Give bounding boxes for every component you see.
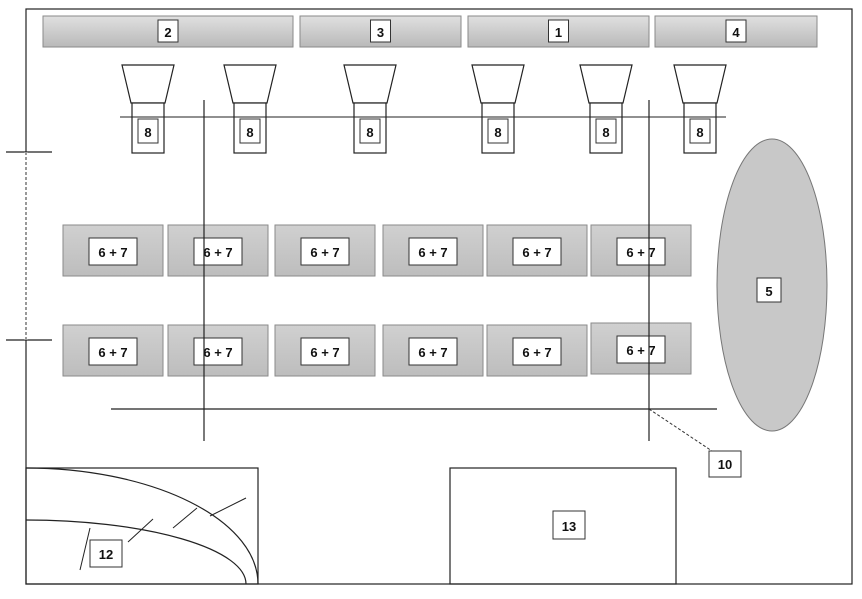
table-label: 6 + 7	[310, 245, 339, 260]
lamp-shade	[223, 64, 277, 104]
top-bar-label-box	[157, 19, 179, 43]
top-bars: 2 3 1 4	[42, 15, 818, 48]
table: 6 + 7	[382, 324, 484, 377]
table-label: 6 + 7	[310, 345, 339, 360]
lamp-shade	[343, 64, 397, 104]
table: 6 + 7	[590, 224, 692, 277]
lamp: 8	[673, 64, 727, 154]
table-label-box	[512, 237, 562, 266]
table-label: 6 + 7	[522, 245, 551, 260]
box-label: 13	[562, 519, 576, 534]
table-label-box	[300, 337, 350, 366]
table-label-box	[300, 237, 350, 266]
table-rect	[167, 324, 269, 377]
curve-label-box	[89, 539, 123, 568]
table-label-box	[408, 237, 458, 266]
lamp: 8	[471, 64, 525, 154]
lamp-label: 8	[696, 125, 703, 140]
lamps: 8 8 8 8 8 8	[121, 64, 727, 154]
table: 6 + 7	[486, 324, 588, 377]
marker-label-box	[708, 450, 742, 478]
table-label: 6 + 7	[98, 245, 127, 260]
table-label-box	[616, 335, 666, 364]
table-label: 6 + 7	[418, 245, 447, 260]
lamp-label: 8	[144, 125, 151, 140]
table-label: 6 + 7	[98, 345, 127, 360]
lamp-label-box	[595, 118, 617, 144]
oval-label-box	[756, 277, 782, 303]
table-label-box	[88, 337, 138, 366]
table-label-box	[408, 337, 458, 366]
table-label: 6 + 7	[203, 245, 232, 260]
table: 6 + 7	[274, 224, 376, 277]
table: 6 + 7	[274, 324, 376, 377]
top-bar-label: 2	[164, 25, 171, 40]
top-bar-label: 4	[732, 25, 740, 40]
lamp-label-box	[689, 118, 711, 144]
table-label-box	[616, 237, 666, 266]
lamp-label-box	[359, 118, 381, 144]
table: 6 + 7	[62, 224, 164, 277]
lamp: 8	[343, 64, 397, 154]
lamp-label: 8	[494, 125, 501, 140]
table: 6 + 7	[486, 224, 588, 277]
lamp-shade	[673, 64, 727, 104]
table-label: 6 + 7	[626, 343, 655, 358]
table-label-box	[88, 237, 138, 266]
curve-segment-divider	[209, 497, 247, 517]
lamp-label: 8	[366, 125, 373, 140]
table-label-box	[512, 337, 562, 366]
lamp-label-box	[487, 118, 509, 144]
curve-segment-divider	[127, 518, 154, 543]
table-label-box	[193, 337, 243, 366]
top-bar-label: 3	[377, 25, 384, 40]
box-area	[449, 467, 677, 585]
curve-area-frame	[25, 467, 259, 585]
lamp-label: 8	[602, 125, 609, 140]
lamp-label-box	[137, 118, 159, 144]
top-bar-label-box	[548, 19, 569, 43]
curve-inner-arc	[25, 519, 247, 585]
box-label-box	[552, 510, 586, 540]
oval-label: 5	[765, 284, 772, 299]
curve-outer-arc	[25, 467, 259, 585]
curve-segments	[25, 467, 259, 585]
table-label-box	[193, 237, 243, 266]
marker-leader-dashed	[648, 408, 713, 452]
table: 6 + 7	[167, 324, 269, 377]
table-label: 6 + 7	[522, 345, 551, 360]
top-bar-label-box	[370, 19, 391, 43]
table: 6 + 7	[62, 324, 164, 377]
top-bar-label-box	[725, 19, 747, 43]
lamp-shade	[579, 64, 633, 104]
table: 6 + 7	[382, 224, 484, 277]
curve-label: 12	[99, 547, 113, 562]
lamp-label: 8	[246, 125, 253, 140]
table: 6 + 7	[590, 322, 692, 375]
tables: 6 + 7 6 + 7 6 + 7 6 + 7 6 + 7 6 + 7 6 + 7 6 + 7…	[62, 224, 692, 377]
lamp: 8	[579, 64, 633, 154]
lamp: 8	[223, 64, 277, 154]
lamp-shade	[121, 64, 175, 104]
table: 6 + 7	[167, 224, 269, 277]
curve-segment-divider	[172, 507, 198, 529]
top-bar-label: 1	[555, 25, 562, 40]
table-label: 6 + 7	[626, 245, 655, 260]
marker-label: 10	[718, 457, 732, 472]
lamp-shade	[471, 64, 525, 104]
table-label: 6 + 7	[418, 345, 447, 360]
lamp-label-box	[239, 118, 261, 144]
table-label: 6 + 7	[203, 345, 232, 360]
lamp: 8	[121, 64, 175, 154]
curve-segment-divider	[79, 527, 91, 571]
